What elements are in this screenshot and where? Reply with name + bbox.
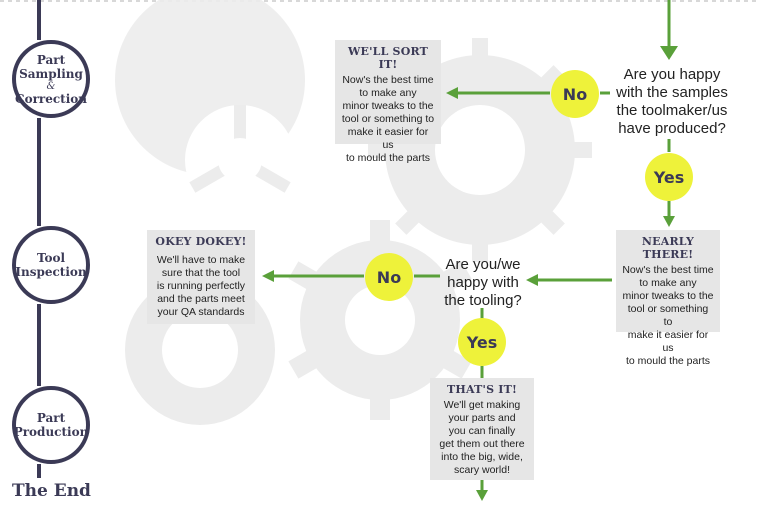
infobox-line: to make any — [359, 87, 417, 99]
yes-badge-q1: Yes — [645, 153, 693, 201]
infobox-title: NEARLY THERE! — [641, 235, 695, 261]
top-dashed-border — [0, 0, 760, 2]
stage-label: Part — [36, 52, 66, 67]
infobox-line: scary world! — [453, 464, 510, 476]
infobox-line: to mould the parts — [625, 355, 711, 367]
infobox-line: tool or something to — [627, 303, 709, 328]
no-badge-q2: No — [365, 253, 413, 301]
arrow-head — [660, 46, 678, 60]
stage-label: & — [46, 80, 56, 92]
infobox-line: sure that the tool — [161, 267, 241, 279]
yes-badge-q2: Yes — [458, 318, 506, 366]
infobox-line: tool or something to — [341, 113, 435, 125]
infobox-line: Now's the best time — [342, 74, 434, 86]
infobox-line: to mould the parts — [345, 152, 431, 164]
infobox-okey-dokey: OKEY DOKEY! We'll have to make sure that… — [147, 230, 255, 324]
no-badge-q1: No — [551, 70, 599, 118]
question-line: Are you/we — [445, 256, 521, 273]
arrow-head — [476, 490, 488, 501]
infobox-line: to make any — [639, 277, 697, 289]
stage-tool-inspection: Tool Inspection — [12, 226, 90, 304]
infobox-thats-it: THAT'S IT! We'll get making your parts a… — [430, 378, 534, 480]
stage-part-production: Part Production — [12, 386, 90, 464]
infobox-title: OKEY DOKEY! — [155, 235, 247, 248]
stage-label: Sampling — [19, 66, 83, 81]
question-happy-with-samples: Are you happy with the samples the toolm… — [612, 66, 732, 138]
infobox-line: into the big, wide, — [441, 451, 523, 463]
timeline-line-middle-1 — [37, 118, 41, 226]
question-line: the tooling? — [444, 292, 522, 309]
infobox-well-sort-it: WE'LL SORT IT! Now's the best time to ma… — [335, 40, 441, 164]
stage-label: Tool — [36, 251, 66, 265]
arrow-head — [446, 87, 458, 99]
stage-label: Inspection — [15, 265, 87, 279]
arrow-head — [663, 216, 675, 227]
infobox-line: make it easier for us — [627, 329, 709, 354]
infobox-line: make it easier for us — [347, 126, 429, 151]
question-line: with the samples — [616, 84, 728, 101]
infobox-line: get them out there — [439, 438, 525, 450]
timeline-line-top — [37, 0, 41, 40]
infobox-line: your QA standards — [157, 306, 245, 318]
infobox-line: minor tweaks to the — [622, 290, 714, 302]
timeline-line-middle-2 — [37, 304, 41, 386]
stage-label: Correction — [15, 91, 87, 106]
question-line: Are you happy — [623, 66, 721, 83]
timeline-line-bottom — [37, 464, 41, 478]
infobox-line: you can finally — [448, 425, 516, 437]
infobox-line: your parts and — [448, 412, 516, 424]
infobox-line: We'll have to make — [156, 254, 246, 266]
infobox-title: THAT'S IT! — [447, 383, 517, 396]
arrow-head — [526, 274, 538, 286]
stage-label: Part — [36, 411, 66, 425]
infobox-line: and the parts meet — [157, 293, 245, 305]
infobox-nearly-there: NEARLY THERE! Now's the best time to mak… — [616, 230, 720, 367]
question-happy-with-tooling: Are you/we happy with the tooling? — [428, 256, 538, 310]
arrow-head — [262, 270, 274, 282]
stage-part-sampling-correction: Part Sampling & Correction — [12, 40, 90, 118]
question-line: the toolmaker/us — [616, 102, 728, 119]
infobox-line: is running perfectly — [156, 280, 246, 292]
infobox-line: Now's the best time — [622, 264, 714, 276]
the-end-label: The End — [12, 481, 91, 501]
infobox-line: We'll get making — [443, 399, 521, 411]
question-line: have produced? — [618, 120, 726, 137]
stage-label: Production — [13, 425, 89, 439]
question-line: happy with — [447, 274, 519, 291]
infobox-line: minor tweaks to the — [342, 100, 434, 112]
infobox-title: WE'LL SORT IT! — [347, 45, 429, 71]
